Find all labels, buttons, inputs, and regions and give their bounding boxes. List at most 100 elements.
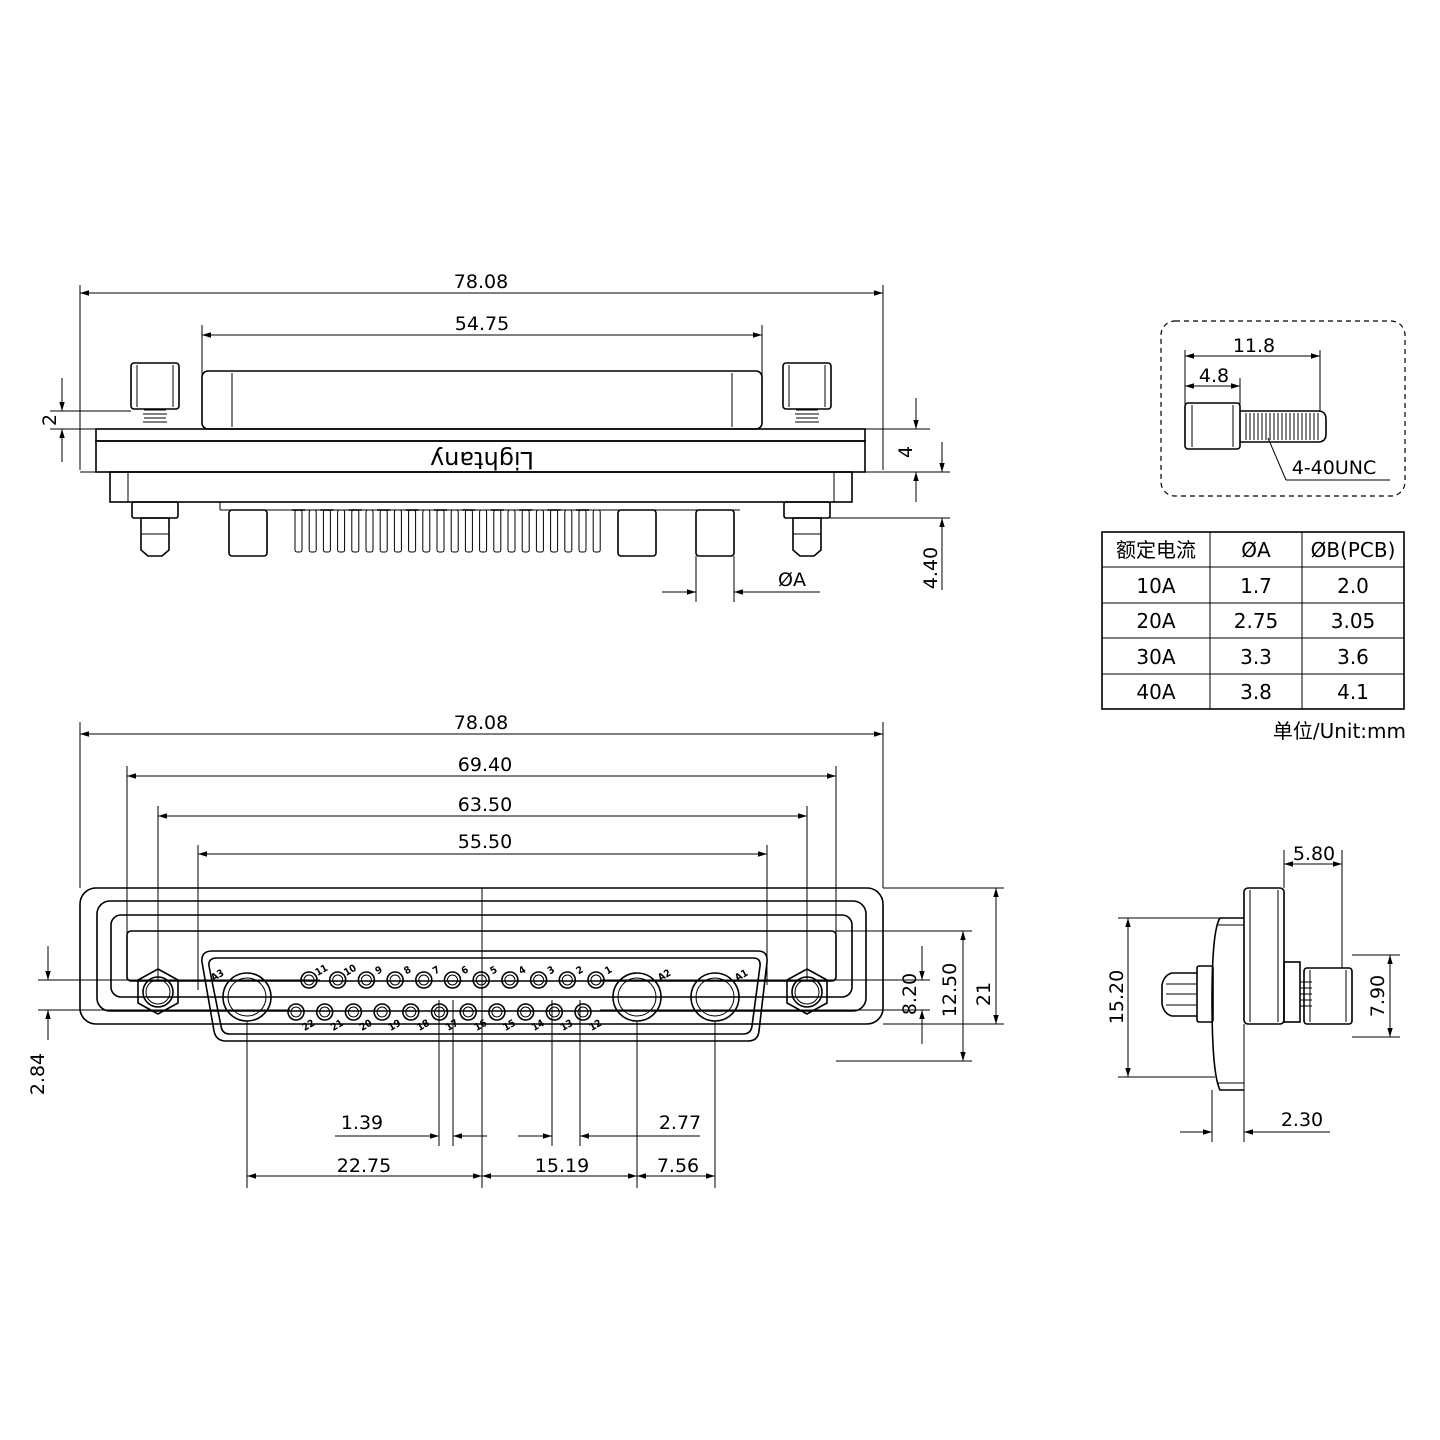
- signal-pin-label: 9: [374, 965, 385, 978]
- side-view: 5.80 15.20 7.90 2.30: [1106, 843, 1400, 1142]
- side-board-lock: [1196, 965, 1214, 1023]
- signal-contact-inner: [520, 1006, 532, 1018]
- signal-pin-tail: [507, 509, 516, 553]
- signal-contact-inner: [577, 1006, 589, 1018]
- top-body-width-label: 54.75: [455, 313, 509, 335]
- screw-total-length-label: 11.8: [1233, 335, 1275, 357]
- signal-contact: [414, 971, 433, 989]
- unit-note: 单位/Unit:mm: [1273, 719, 1406, 743]
- right-board-lock: [783, 501, 831, 557]
- signal-contact: [401, 1003, 420, 1021]
- signal-contact: [443, 971, 462, 989]
- right-screw-post: [782, 362, 832, 423]
- signal-pin-tail: [337, 509, 346, 553]
- signal-pin-label: 14: [530, 1018, 546, 1034]
- table-header-pcb-diameter: ØB(PCB): [1311, 538, 1396, 562]
- signal-pin-label: 10: [342, 963, 358, 979]
- signal-pin-label: 13: [559, 1018, 575, 1034]
- signal-contact-inner: [561, 974, 573, 986]
- signal-pin-label: 20: [358, 1018, 374, 1034]
- a2-to-a1-label: 7.56: [657, 1155, 699, 1177]
- side-screw-head: [1303, 967, 1353, 1025]
- signal-pin-tail: [535, 509, 544, 553]
- signal-pin-label: 3: [546, 965, 557, 978]
- signal-pin-tail: [592, 509, 601, 553]
- signal-contact: [545, 1003, 564, 1021]
- table-cell: 4.1: [1337, 680, 1369, 704]
- signal-contact-inner: [418, 974, 430, 986]
- signal-contact-inner: [360, 974, 372, 986]
- power-tail-a2: [617, 509, 657, 557]
- signal-contact: [287, 1003, 305, 1021]
- signal-pin-tail: [450, 509, 459, 553]
- side-shell-height-label: 15.20: [1106, 970, 1128, 1024]
- signal-pin-tail: [436, 509, 445, 553]
- signal-pin-tail: [393, 509, 402, 553]
- signal-pin-label: 4: [517, 965, 528, 978]
- d-cavity-outer: [201, 950, 768, 1042]
- front-overall-width-label: 78.08: [454, 712, 508, 734]
- screw-hex-head: [1184, 402, 1241, 450]
- current-table: 额定电流 ØA ØB(PCB) 10A 1.7 2.0 20A 2.75 3.0…: [1101, 531, 1406, 743]
- brand-logo: Lightany: [430, 446, 534, 474]
- signal-contact-inner: [533, 974, 545, 986]
- signal-pin-label: 15: [501, 1018, 517, 1034]
- signal-pin-label: 18: [415, 1018, 431, 1034]
- signal-contact: [516, 1003, 535, 1021]
- thread-spec-label: 4-40UNC: [1292, 457, 1377, 479]
- signal-contact: [558, 971, 577, 989]
- signal-contact-inner: [389, 974, 401, 986]
- table-cell: 2.0: [1337, 574, 1369, 598]
- power-contact-a1: A1: [690, 968, 750, 1022]
- power-tail-a3: [228, 509, 268, 557]
- screw-detail: 11.8 4.8 4-40UNC: [1160, 320, 1406, 497]
- signal-pin-label: 8: [402, 965, 413, 978]
- hole-offset-label: 2.84: [27, 1053, 49, 1095]
- signal-contact: [574, 1003, 592, 1021]
- signal-contact: [488, 1003, 506, 1021]
- signal-pin-tail: [464, 509, 473, 553]
- signal-pin-label: 21: [329, 1018, 345, 1034]
- signal-pin-tail: [493, 509, 502, 553]
- table-cell: 20A: [1136, 609, 1175, 633]
- signal-contact-inner: [491, 1006, 503, 1018]
- pin-diameter-label: ØA: [778, 569, 806, 591]
- signal-pin-label: 22: [301, 1018, 317, 1034]
- table-cell: 10A: [1136, 574, 1175, 598]
- signal-pin-label: 12: [588, 1018, 604, 1034]
- table-cell: 3.8: [1240, 680, 1272, 704]
- side-flange: [1243, 887, 1285, 1025]
- signal-contact-inner: [475, 974, 487, 986]
- d-cavity-inner: [208, 957, 761, 1035]
- side-screw-washer: [1283, 961, 1301, 1023]
- signal-pin-tail: [564, 509, 573, 553]
- signal-contact-inner: [504, 974, 516, 986]
- hole-spacing-label: 69.40: [458, 754, 512, 776]
- table-cell: 40A: [1136, 680, 1175, 704]
- table-header-current: 额定电流: [1116, 538, 1196, 562]
- overall-height-label: 21: [973, 982, 995, 1006]
- power-tail-a1: [695, 509, 735, 557]
- pin-length-label: 4.40: [920, 547, 942, 589]
- table-header-pin-diameter: ØA: [1241, 538, 1271, 562]
- signal-contact: [459, 1003, 478, 1021]
- signal-contact: [315, 1003, 334, 1021]
- signal-contact-inner: [548, 1006, 560, 1018]
- flange-top: [95, 428, 866, 442]
- signal-contact-inner: [405, 1006, 417, 1018]
- table-cell: 30A: [1136, 645, 1175, 669]
- signal-contact: [386, 971, 404, 989]
- center-to-a2-label: 15.19: [535, 1155, 589, 1177]
- signal-contact-inner: [332, 974, 344, 986]
- signal-half-pitch-label: 1.39: [341, 1112, 383, 1134]
- side-flange-offset-label: 2.30: [1281, 1109, 1323, 1131]
- row-spacing-label: 8.20: [899, 973, 921, 1015]
- a3-to-center-label: 22.75: [337, 1155, 391, 1177]
- shell-height-label: 12.50: [939, 963, 961, 1017]
- signal-contact: [529, 971, 548, 989]
- signal-pin-tail: [308, 509, 317, 553]
- signal-contact: [344, 1003, 363, 1021]
- signal-contact-inner: [447, 974, 458, 986]
